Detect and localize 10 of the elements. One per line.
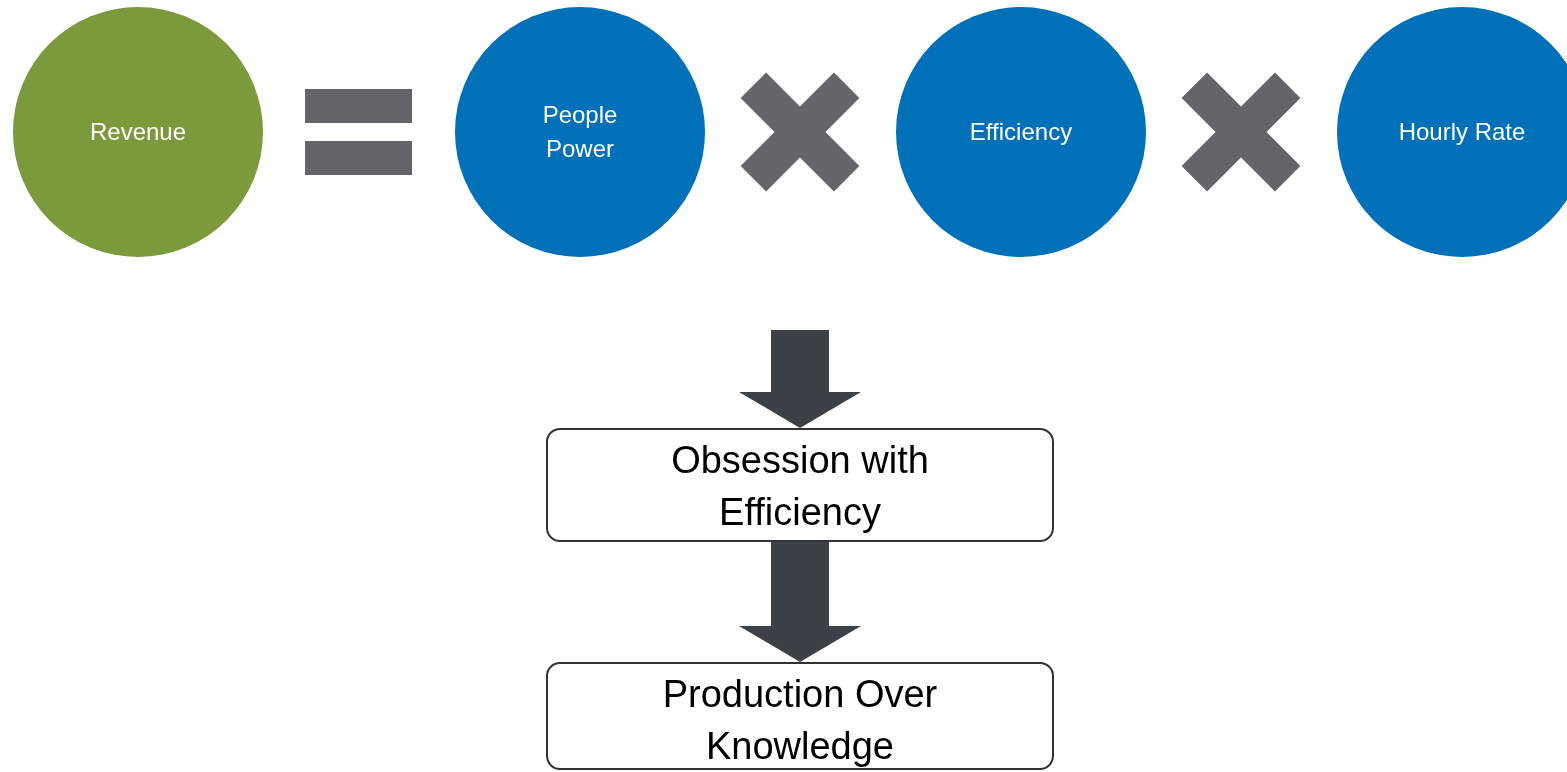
block-arrow <box>739 330 861 428</box>
node-label: Obsession with Efficiency <box>670 438 930 535</box>
node-label: Production Over Knowledge <box>661 672 939 769</box>
node-label: People Power <box>541 100 619 164</box>
node-label: Hourly Rate <box>1398 117 1526 147</box>
process-box <box>546 662 1054 770</box>
node-label: Efficiency <box>969 117 1073 147</box>
process-box <box>546 428 1054 542</box>
node-label: Revenue <box>89 117 187 147</box>
block-arrow <box>739 542 861 662</box>
